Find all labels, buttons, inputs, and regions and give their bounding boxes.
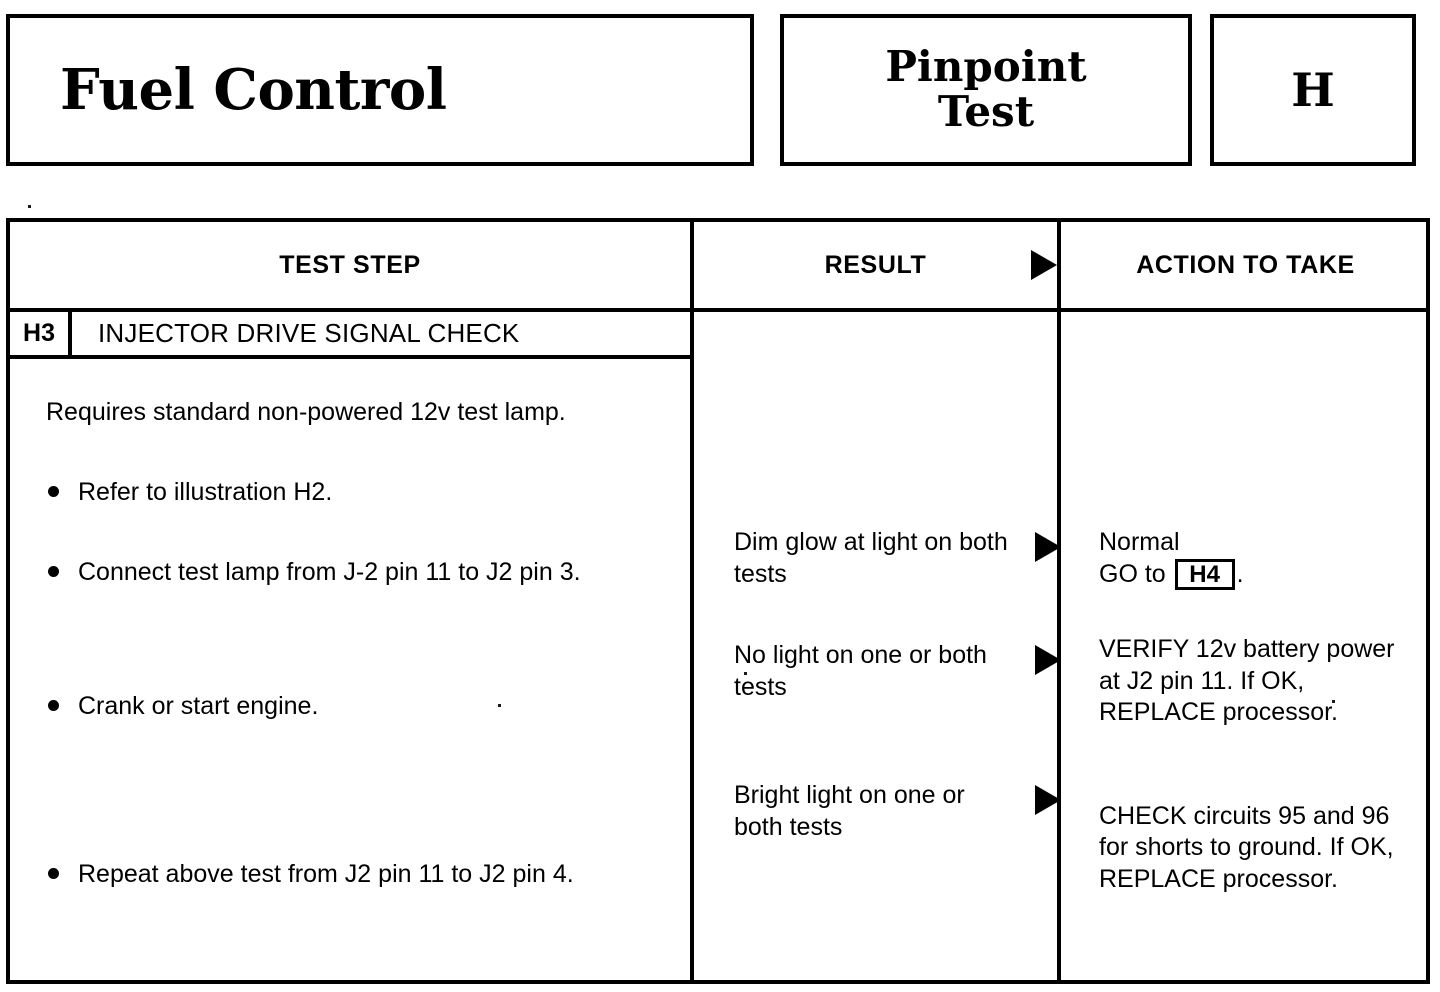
result-label: Dim glow at light on both tests — [734, 528, 1008, 588]
step-id-badge: H3 — [10, 312, 72, 355]
triangle-right-icon — [1035, 785, 1061, 815]
column-header-action-to-take: ACTION TO TAKE — [1136, 250, 1355, 279]
list-item-label: Refer to illustration H2. — [78, 478, 333, 506]
result-label: Bright light on one or both tests — [734, 781, 965, 841]
test-type-box: Pinpoint Test — [780, 14, 1192, 166]
page-title-box: Fuel Control — [6, 14, 754, 166]
list-item: Refer to illustration H2. — [40, 477, 690, 507]
action-content: Normal GO to H4 . VERIFY 12v battery pow… — [1061, 359, 1430, 895]
column-divider-result — [690, 222, 694, 980]
section-letter-box: H — [1210, 14, 1416, 166]
action-goto-line: GO to H4 . — [1099, 558, 1416, 591]
column-header-result: RESULT — [694, 222, 1057, 308]
column-header-result-label: RESULT — [824, 250, 927, 279]
result-row: Dim glow at light on both tests — [694, 527, 1061, 590]
action-row: CHECK circuits 95 and 96 for shorts to g… — [1099, 801, 1394, 893]
action-row: Normal GO to H4 . — [1061, 527, 1430, 590]
list-item-label: Crank or start engine. — [78, 692, 319, 720]
action-row: VERIFY 12v battery power at J2 pin 11. I… — [1099, 635, 1395, 726]
action-goto-suffix: . — [1236, 559, 1244, 588]
step-header-row: H3 INJECTOR DRIVE SIGNAL CHECK — [10, 312, 690, 359]
bullet-icon — [48, 868, 59, 879]
list-item: Repeat above test from J2 pin 11 to J2 p… — [40, 859, 690, 889]
column-divider-action — [1057, 222, 1061, 980]
scan-artifact — [28, 205, 31, 208]
result-row: Bright light on one or both tests — [694, 780, 1061, 843]
step-title: INJECTOR DRIVE SIGNAL CHECK — [98, 318, 520, 348]
triangle-right-icon — [1035, 532, 1061, 562]
bullet-icon — [48, 486, 59, 497]
test-step-intro: Requires standard non-powered 12v test l… — [46, 398, 566, 426]
step-reference-h4[interactable]: H4 — [1174, 558, 1235, 590]
scan-artifact — [498, 704, 501, 707]
list-item-label: Connect test lamp from J-2 pin 11 to J2 … — [78, 558, 581, 586]
result-label: No light on one or both tests — [734, 641, 987, 701]
pinpoint-test-table: TEST STEP RESULT ACTION TO TAKE H3 INJEC… — [6, 218, 1430, 984]
section-letter: H — [1291, 63, 1335, 117]
page-title: Fuel Control — [60, 57, 447, 123]
list-item: Crank or start engine. — [40, 691, 690, 721]
bullet-icon — [48, 700, 59, 711]
scan-artifact — [744, 672, 747, 675]
bullet-icon — [48, 566, 59, 577]
scan-artifact — [1332, 700, 1335, 703]
action-line-normal: Normal — [1099, 528, 1180, 556]
column-header-test-step: TEST STEP — [279, 250, 421, 279]
result-row: No light on one or both tests — [694, 640, 1061, 703]
triangle-right-icon — [1035, 645, 1061, 675]
triangle-right-icon — [1031, 250, 1057, 280]
test-step-bullet-list: Refer to illustration H2. Connect test l… — [40, 477, 690, 889]
table-header-row: TEST STEP RESULT ACTION TO TAKE — [10, 222, 1426, 312]
list-item-label: Repeat above test from J2 pin 11 to J2 p… — [78, 860, 574, 888]
list-item: Connect test lamp from J-2 pin 11 to J2 … — [40, 557, 690, 587]
test-step-content: Requires standard non-powered 12v test l… — [10, 359, 690, 889]
action-goto-prefix: GO to — [1099, 559, 1173, 588]
test-type-label: Pinpoint Test — [885, 42, 1087, 136]
result-content: Dim glow at light on both tests No light… — [694, 359, 1061, 843]
